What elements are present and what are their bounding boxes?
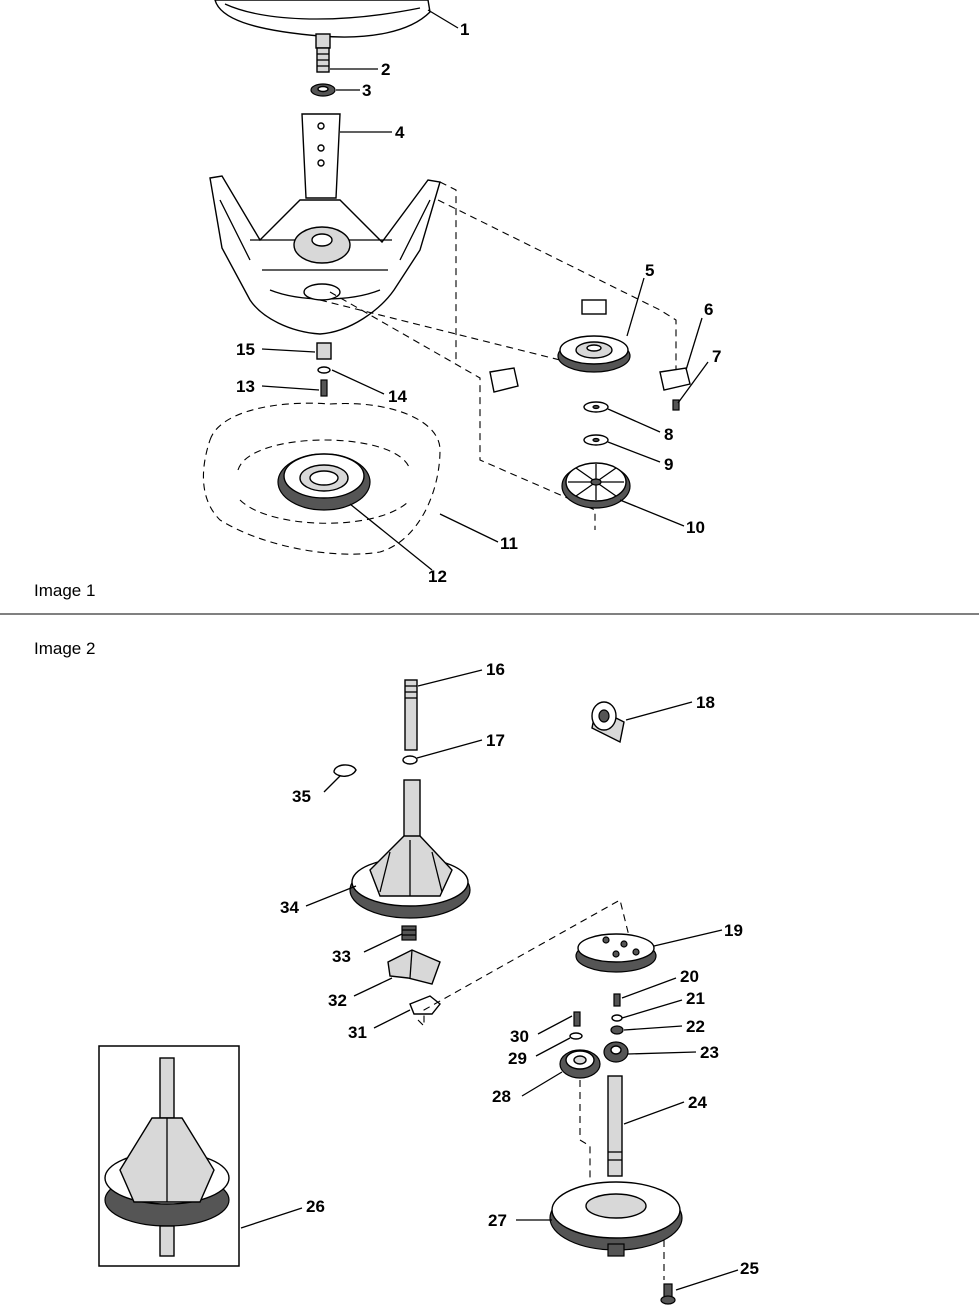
part-9-washer	[583, 434, 609, 446]
callout-8: 8	[664, 425, 673, 444]
part-18-bushing	[591, 701, 625, 744]
callout-15: 15	[236, 340, 255, 359]
dashed-link-3	[329, 291, 596, 530]
callout-10: 10	[686, 518, 705, 537]
callout-23: 23	[700, 1043, 719, 1062]
part-31-block	[409, 995, 441, 1015]
callout-17: 17	[486, 731, 505, 750]
callout-24: 24	[688, 1093, 707, 1112]
part-21-washer	[611, 1014, 623, 1022]
callout-30: 30	[510, 1027, 529, 1046]
callout-1: 1	[460, 20, 469, 39]
callout-25: 25	[740, 1259, 759, 1278]
part-23-pinion	[603, 1041, 629, 1063]
part-3-bearing	[310, 83, 336, 97]
callout-12: 12	[428, 567, 447, 586]
callout-5: 5	[645, 261, 654, 280]
callout-3: 3	[362, 81, 371, 100]
dashed-link-4	[319, 299, 561, 361]
callout-26: 26	[306, 1197, 325, 1216]
dashed-link-5	[417, 899, 631, 1028]
part-7-screw	[672, 399, 680, 411]
part-5-side-plate	[489, 367, 519, 393]
dashed-link-6	[579, 1080, 591, 1180]
callout-18: 18	[696, 693, 715, 712]
callout-11: 11	[500, 534, 518, 553]
part-30-pin	[573, 1011, 581, 1027]
caption-image1: Image 1	[34, 581, 95, 600]
part-6-plate	[659, 367, 691, 391]
callout-4: 4	[395, 123, 405, 142]
part-13-screw	[320, 379, 328, 397]
part-5-pulley	[557, 299, 631, 373]
image2-group: Image 2	[34, 639, 759, 1305]
callout-27: 27	[488, 1211, 507, 1230]
part-8-washer	[583, 401, 609, 413]
callout-35: 35	[292, 787, 311, 806]
callout-16: 16	[486, 660, 505, 679]
callout-6: 6	[704, 300, 713, 319]
part-25-screw	[660, 1283, 676, 1305]
callout-31: 31	[348, 1023, 367, 1042]
dashed-link-2	[437, 199, 677, 380]
callout-13: 13	[236, 377, 255, 396]
caption-image2: Image 2	[34, 639, 95, 658]
callout-22: 22	[686, 1017, 705, 1036]
leaders-image2	[240, 669, 739, 1291]
part-17-washer	[402, 755, 418, 765]
part-15-clip	[316, 342, 332, 360]
callout-21: 21	[686, 989, 705, 1008]
part-27-base	[549, 1181, 683, 1257]
dashed-link-1	[439, 181, 457, 360]
part-2-shaft	[316, 47, 330, 73]
callout-28: 28	[492, 1087, 511, 1106]
callout-14: 14	[388, 387, 407, 406]
part-29-washer	[569, 1032, 583, 1040]
part-32-block	[387, 949, 441, 985]
part-19-cover	[575, 933, 657, 973]
image1-group: 1 2 3 4 5 6 7 8 9 10 11 12 13 14 15 Imag…	[34, 0, 721, 600]
callout-20: 20	[680, 967, 699, 986]
part-33-gear	[401, 925, 417, 941]
part-24-shaft	[607, 1075, 623, 1177]
callout-29: 29	[508, 1049, 527, 1068]
callout-34: 34	[280, 898, 299, 917]
part-14-washer	[317, 366, 331, 374]
part-16-shaft	[404, 679, 418, 751]
callout-9: 9	[664, 455, 673, 474]
callout-2: 2	[381, 60, 390, 79]
part-35-ring	[333, 764, 357, 777]
part-22-washer	[610, 1025, 624, 1035]
part-34-transmission	[349, 779, 471, 919]
part-20-pin	[613, 993, 621, 1007]
leaders-image1	[261, 9, 709, 571]
callout-7: 7	[712, 347, 721, 366]
callout-32: 32	[328, 991, 347, 1010]
part-10-wheel	[561, 462, 631, 509]
part-4-support-frame	[209, 113, 441, 335]
part-28-gear	[559, 1049, 601, 1079]
part-12-seal-ring	[277, 453, 371, 511]
callout-19: 19	[724, 921, 743, 940]
part-11-outer-tub	[202, 402, 441, 555]
callout-33: 33	[332, 947, 351, 966]
part-26-assembly-inset	[98, 1045, 240, 1267]
part-1-tub	[214, 0, 431, 49]
